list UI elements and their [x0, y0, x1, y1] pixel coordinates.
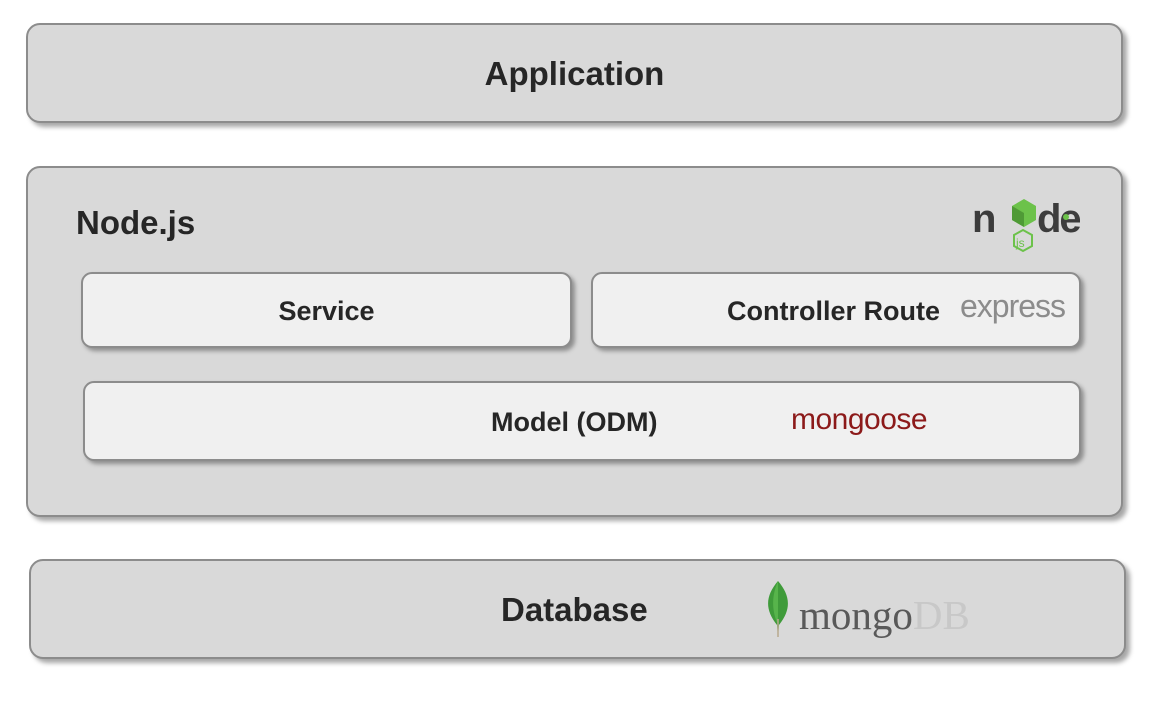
svg-text:n: n	[972, 197, 994, 241]
svg-text:js: js	[1015, 236, 1025, 250]
model-odm-box: Model (ODM) mongoose	[83, 381, 1081, 461]
controller-route-box: Controller Route express	[591, 272, 1081, 348]
mongodb-text-suffix: DB	[912, 592, 970, 638]
application-label: Application	[484, 55, 665, 92]
application-layer: Application	[26, 23, 1123, 123]
nodejs-logo-icon: n de js	[972, 197, 1080, 253]
mongodb-wordmark: mongoDB	[799, 591, 970, 639]
nodejs-layer: Node.js n de js Service Controller Route…	[26, 166, 1123, 517]
mongoose-logo-icon: mongoose	[791, 403, 928, 436]
mongodb-text-main: mongo	[799, 592, 913, 638]
database-label: Database	[501, 591, 648, 628]
service-label: Service	[278, 296, 375, 326]
controller-route-label: Controller Route	[727, 296, 940, 326]
model-odm-label: Model (ODM)	[491, 407, 658, 437]
mongodb-leaf-icon	[768, 581, 788, 637]
service-box: Service	[81, 272, 572, 348]
mongodb-logo: mongoDB	[763, 579, 1003, 639]
nodejs-title: Node.js	[76, 204, 196, 241]
express-logo-icon: express	[960, 288, 1066, 324]
database-layer: Database mongoDB	[29, 559, 1126, 659]
svg-text:de: de	[1037, 197, 1080, 241]
